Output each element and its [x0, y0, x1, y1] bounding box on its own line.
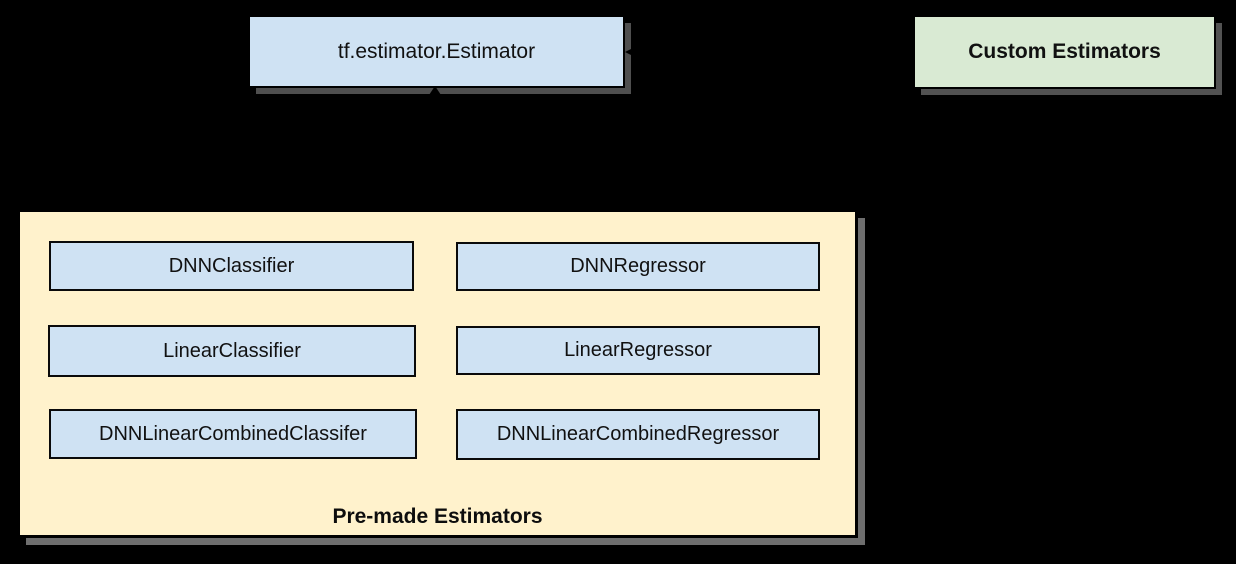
linear-regressor-label: LinearRegressor [564, 339, 712, 361]
arrowhead-up-icon [429, 86, 441, 95]
dnn-linear-combined-regressor-label: DNNLinearCombinedRegressor [496, 423, 780, 445]
linear-classifier-label: LinearClassifier [163, 339, 301, 362]
dnn-regressor-box: DNNRegressor [456, 242, 820, 291]
dnn-classifier-label: DNNClassifier [168, 254, 295, 277]
linear-regressor-box: LinearRegressor [456, 326, 820, 375]
premade-estimators-container: DNNClassifier DNNRegressor LinearClassif… [17, 209, 858, 538]
dnn-regressor-label: DNNRegressor [570, 255, 706, 277]
linear-classifier-box: LinearClassifier [48, 325, 416, 377]
dnn-linear-combined-regressor-box: DNNLinearCombinedRegressor [456, 409, 820, 460]
dnn-linear-combined-classifer-box: DNNLinearCombinedClassifer [49, 409, 417, 459]
premade-estimators-label: Pre-made Estimators [332, 505, 543, 528]
custom-estimators-label: Custom Estimators [968, 40, 1161, 63]
custom-estimators-box: Custom Estimators [913, 15, 1216, 89]
dnn-linear-combined-classifer-label: DNNLinearCombinedClassifer [99, 422, 367, 445]
dnn-classifier-box: DNNClassifier [49, 241, 414, 291]
tf-estimator-estimator-label: tf.estimator.Estimator [337, 39, 536, 63]
arrowhead-left-icon [625, 47, 635, 57]
tf-estimator-estimator-box: tf.estimator.Estimator [248, 15, 625, 88]
